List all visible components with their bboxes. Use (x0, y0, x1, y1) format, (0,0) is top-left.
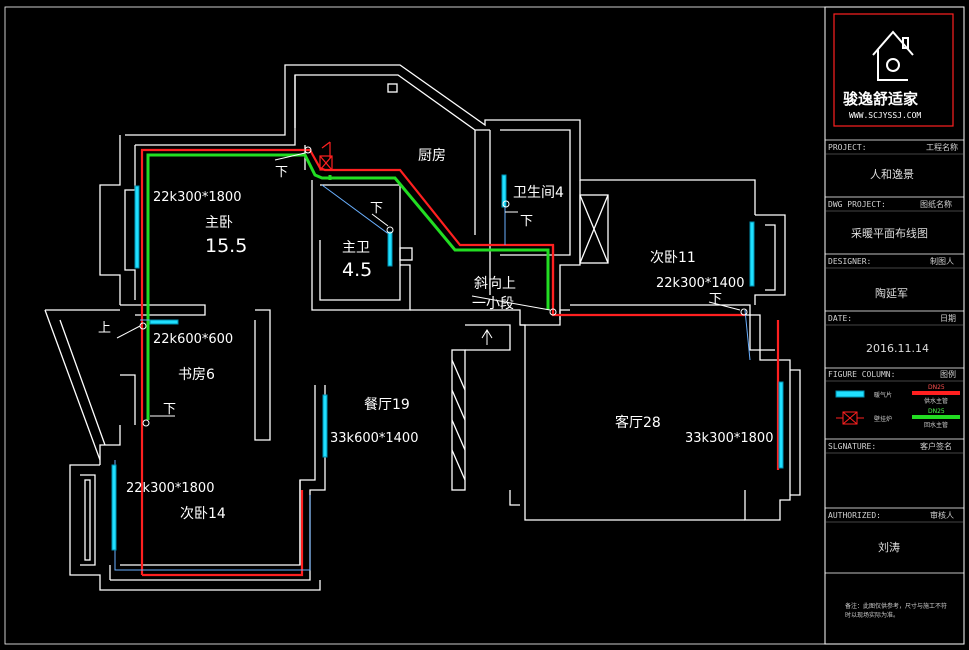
radiator-second-bedroom-11 (749, 221, 755, 287)
authorized-value: 刘涛 (878, 540, 900, 554)
spec-master-bedroom: 22k300*1800 (153, 190, 241, 205)
signature-cn: 客户签名 (920, 441, 952, 451)
room-name-study: 书房6 (178, 367, 215, 383)
legend-supply-swatch (912, 391, 960, 395)
date-cn: 日期 (940, 314, 956, 323)
boiler-icon (319, 141, 333, 171)
radiator-master-bedroom (134, 185, 140, 269)
logo-url: WWW.SCJYSSJ.COM (849, 111, 921, 120)
figure-en: FIGURE COLUMN: (828, 370, 895, 379)
supply-pipe (140, 148, 780, 577)
legend-boiler-icon (836, 411, 864, 425)
legend-return-swatch (912, 415, 960, 419)
spec-second-bedroom-14: 22k300*1800 (126, 481, 214, 496)
dwg-project-value: 采暖平面布线图 (851, 226, 928, 240)
annotation-small-segment: 一小段 (472, 296, 514, 312)
room-name-kitchen: 厨房 (418, 148, 446, 164)
spec-study: 22k600*600 (153, 332, 233, 347)
radiator-living (778, 381, 784, 469)
annotation-down-3: 下 (520, 214, 533, 229)
project-cn: 工程名称 (926, 142, 958, 152)
figure-cn: 图例 (940, 369, 956, 379)
title-block: 骏逸舒适家 WWW.SCJYSSJ.COM PROJECT: 工程名称 人和逸景… (4, 6, 965, 645)
spec-living: 33k300*1800 (685, 431, 773, 446)
project-value: 人和逸景 (870, 168, 914, 181)
note-line-2: 时以现场实际为准。 (845, 611, 899, 619)
radiators (111, 174, 784, 551)
authorized-en: AUTHORIZED: (828, 511, 881, 520)
designer-en: DESIGNER: (828, 257, 871, 266)
designer-cn: 制图人 (930, 256, 954, 266)
legend-radiator-label: 暖气片 (874, 391, 892, 399)
designer-value: 陶延军 (875, 286, 908, 300)
room-area-master-bedroom: 15.5 (205, 235, 247, 257)
radiator-master-bath (387, 231, 393, 267)
house-icon (872, 30, 914, 81)
authorized-cn: 审核人 (930, 510, 954, 520)
annotation-down-1: 下 (275, 165, 288, 180)
room-name-living: 客厅28 (615, 414, 661, 431)
room-name-bathroom: 卫生间4 (513, 185, 564, 201)
radiator-bathroom (501, 174, 507, 208)
legend-boiler-label: 壁挂炉 (874, 415, 892, 423)
company-logo: 骏逸舒适家 WWW.SCJYSSJ.COM (833, 13, 954, 127)
legend-supply-b: 供水主管 (924, 397, 948, 405)
dwg-project-cn: 图纸名称 (920, 199, 952, 209)
radiator-spec-labels: 22k300*1800 22k300*1400 22k600*600 33k60… (126, 190, 773, 496)
legend-return-a: DN25 (928, 408, 945, 415)
room-name-dining: 餐厅19 (364, 397, 410, 413)
annotation-down-4: 下 (709, 292, 722, 307)
legend-radiator-swatch (835, 390, 865, 398)
legend-supply-a: DN25 (928, 384, 945, 391)
valve-markers (116, 146, 748, 427)
signature-en: SLGNATURE: (828, 442, 876, 451)
pipe-annotations: 下 下 下 下 下 上 斜向上 一小段 (98, 165, 722, 417)
legend-return-b: 回水主管 (924, 421, 948, 429)
date-value: 2016.11.14 (866, 342, 929, 355)
radiator-dining (322, 394, 328, 458)
return-pipe (146, 153, 550, 420)
date-en: DATE: (828, 314, 852, 323)
room-labels: 主卧 15.5 主卫 4.5 厨房 卫生间4 次卧11 书房6 餐厅19 客厅2… (178, 148, 696, 522)
room-area-master-bath: 4.5 (342, 259, 372, 281)
room-name-second-bedroom-11: 次卧11 (650, 250, 696, 266)
radiator-study (149, 319, 179, 325)
room-name-second-bedroom-14: 次卧14 (180, 506, 226, 522)
annotation-slant-up: 斜向上 (474, 276, 516, 292)
project-en: PROJECT: (828, 143, 867, 152)
radiator-second-bedroom-14 (111, 464, 117, 551)
room-name-master-bedroom: 主卧 (205, 215, 233, 231)
spec-dining: 33k600*1400 (330, 431, 418, 446)
annotation-down-2: 下 (370, 201, 383, 216)
floor-plan-walls (44, 64, 801, 591)
spec-second-bedroom-11: 22k300*1400 (656, 276, 744, 291)
logo-text: 骏逸舒适家 (843, 90, 918, 108)
annotation-down-5: 下 (163, 402, 176, 417)
annotation-up: 上 (98, 321, 111, 336)
dwg-project-en: DWG PROJECT: (828, 200, 886, 209)
note-line-1: 备注：此图仅供参考，尺寸与施工不符 (845, 602, 947, 610)
stair-arrow (481, 329, 493, 345)
legend: 暖气片 DN25 供水主管 壁挂炉 DN25 回水主管 (835, 384, 960, 429)
room-name-master-bath: 主卫 (342, 240, 370, 256)
